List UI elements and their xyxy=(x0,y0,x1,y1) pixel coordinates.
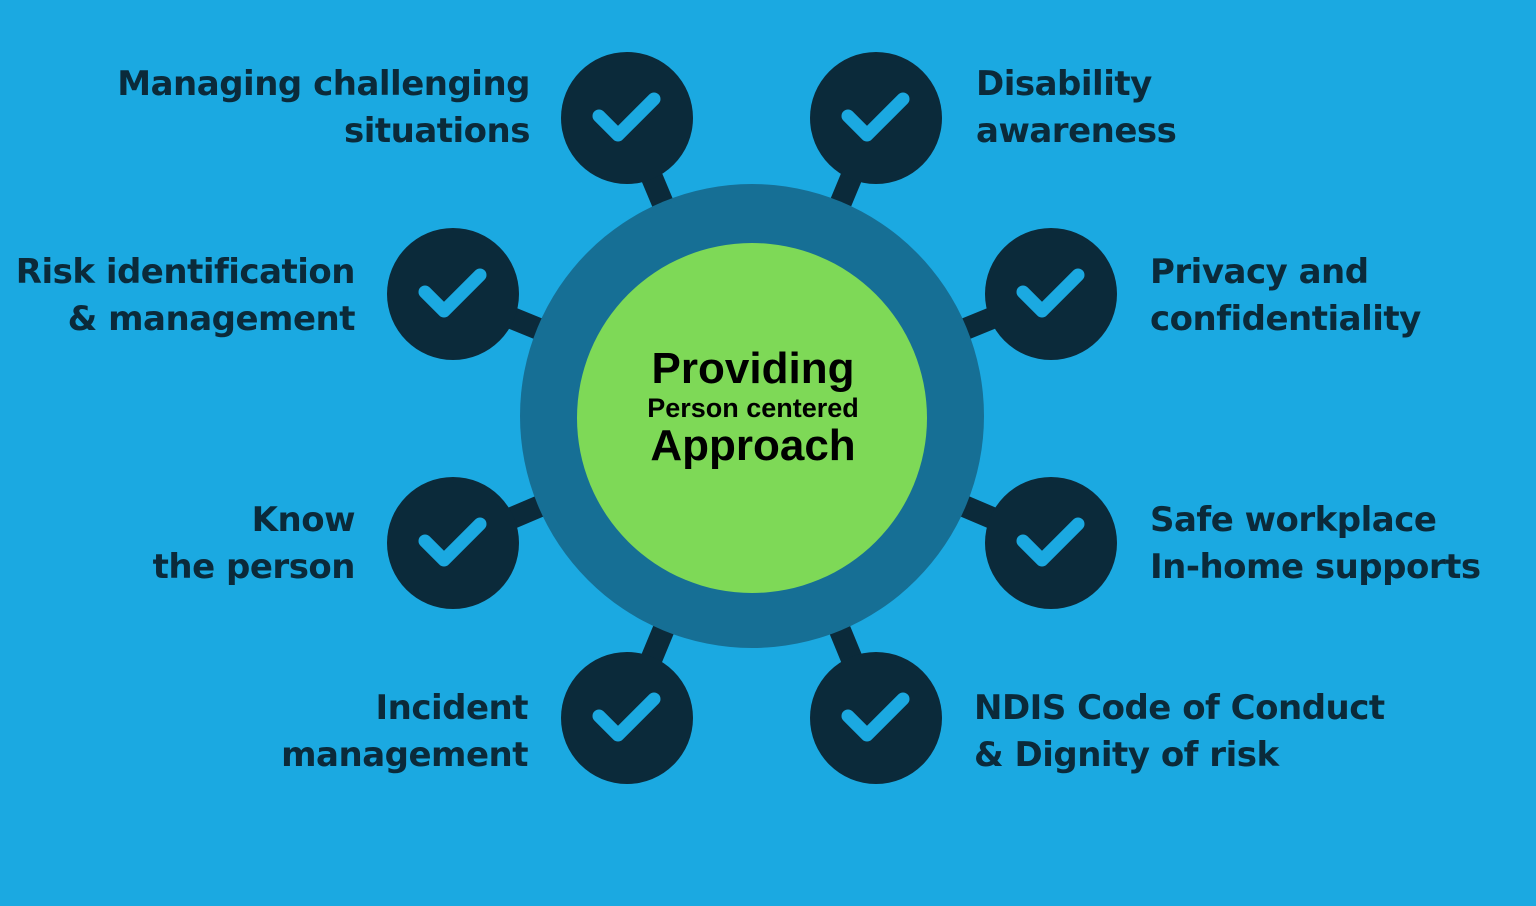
check-icon xyxy=(841,92,910,142)
label-disability-awareness: Disability awareness xyxy=(976,61,1177,155)
check-node xyxy=(985,228,1117,360)
check-node xyxy=(985,477,1117,609)
label-line: & Dignity of risk xyxy=(974,735,1279,775)
label-line: Risk identification xyxy=(15,252,356,292)
label-line: Know xyxy=(251,500,356,540)
label-safe-workplace: Safe workplace In-home supports xyxy=(1150,497,1481,591)
check-icon xyxy=(1016,517,1085,567)
label-managing-challenging-situations: Managing challenging situations xyxy=(117,61,530,155)
label-incident-management: Incident management xyxy=(281,685,528,779)
check-node xyxy=(561,52,693,184)
label-line: confidentiality xyxy=(1150,299,1421,339)
label-know-the-person: Know the person xyxy=(152,497,356,591)
label-line: management xyxy=(281,735,528,775)
center-label: Providing Person centered Approach xyxy=(578,345,928,469)
label-line: situations xyxy=(343,111,531,151)
center-title-line-1: Providing xyxy=(651,344,855,393)
check-node xyxy=(810,652,942,784)
center-title-line-3: Approach xyxy=(650,421,856,470)
label-line: In-home supports xyxy=(1150,547,1481,587)
label-line: Incident xyxy=(375,688,528,728)
check-node xyxy=(387,228,519,360)
check-nodes xyxy=(387,52,1117,784)
check-node xyxy=(387,477,519,609)
check-icon xyxy=(841,692,910,742)
label-risk-identification: Risk identification & management xyxy=(15,249,356,343)
check-icon xyxy=(592,692,661,742)
label-line: Safe workplace xyxy=(1150,500,1437,540)
label-line: Managing challenging xyxy=(117,64,530,104)
check-icon xyxy=(418,517,487,567)
check-node xyxy=(810,52,942,184)
center-title-line-2: Person centered xyxy=(647,393,859,423)
center-circle xyxy=(577,243,927,593)
label-ndis-code-of-conduct: NDIS Code of Conduct & Dignity of risk xyxy=(974,685,1385,779)
label-line: awareness xyxy=(976,111,1177,151)
check-node xyxy=(561,652,693,784)
check-icon xyxy=(418,268,487,318)
label-line: & management xyxy=(67,299,356,339)
check-icon xyxy=(1016,268,1085,318)
label-line: Disability xyxy=(976,64,1152,104)
label-line: the person xyxy=(152,547,356,587)
check-icon xyxy=(592,92,661,142)
label-line: NDIS Code of Conduct xyxy=(974,688,1385,728)
label-line: Privacy and xyxy=(1150,252,1369,292)
label-privacy-confidentiality: Privacy and confidentiality xyxy=(1150,249,1421,343)
